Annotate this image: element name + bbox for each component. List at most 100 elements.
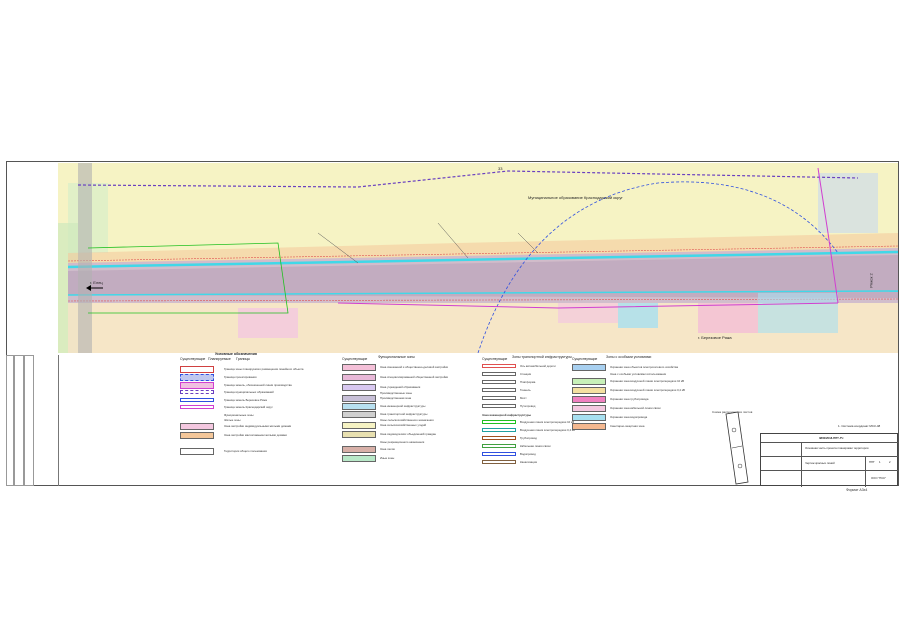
legend-item: Зона инженерной инфраструктуры xyxy=(380,404,426,408)
legend-swatch xyxy=(342,446,376,453)
legend-item: Жилые зоны xyxy=(224,418,241,422)
legend-swatch xyxy=(342,455,376,462)
legend-col1-head-a: Существующие xyxy=(180,357,206,361)
legend-item: Охранная зона кабельной линии связи xyxy=(610,406,661,410)
legend-item: Зона сельскохозяйственных угодий xyxy=(380,423,427,427)
legend-item: Зоны сельскохозяйственного назначения xyxy=(380,418,434,422)
legend-col4-head: Существующие xyxy=(572,357,598,361)
legend-item: Платформа xyxy=(520,380,536,384)
legend-item: Зона садоводческих объединений граждан xyxy=(380,432,436,436)
legend-swatch xyxy=(180,382,214,389)
legend-item: Производственные зоны xyxy=(380,391,413,395)
legend-swatch xyxy=(482,380,516,384)
number-label: 33 xyxy=(498,166,503,171)
legend-col4-title: Зоны с особыми условиями xyxy=(606,355,652,359)
right-marker-label: Ряжск 2 xyxy=(868,273,874,288)
legend-swatch xyxy=(180,366,214,373)
legend-item: Граница зоны планируемого размещения лин… xyxy=(224,367,304,371)
municipal-boundary xyxy=(77,170,859,188)
coordinate-note: 1. Система координат МСК-48 xyxy=(838,424,881,428)
rail-line xyxy=(67,250,898,269)
legend-item: Канализация xyxy=(520,460,537,464)
legend-item: Охранная зона трубопровода xyxy=(610,397,649,401)
legend-col1-head-b: Планируемые xyxy=(208,357,231,361)
legend-swatch xyxy=(572,364,606,371)
legend-item: Охранная зона объектов электросетевого х… xyxy=(610,365,679,369)
legend-item: Трубопровод xyxy=(520,436,537,440)
legend-swatch xyxy=(482,372,516,376)
legend-swatch xyxy=(342,395,376,402)
legend-col2-head: Существующие xyxy=(342,357,368,361)
sheet-number: 1 xyxy=(879,460,881,464)
format-label: Формат А3х4 xyxy=(846,488,868,492)
legend-swatch xyxy=(572,396,606,403)
legend-item: Охранная зона воздушной линии электропер… xyxy=(610,388,685,392)
legend-item: Зона учреждений образования xyxy=(380,385,421,389)
legend-swatch xyxy=(482,428,516,432)
legend-item: Путепровод xyxy=(520,404,536,408)
legend-swatch xyxy=(482,420,516,424)
legend-item: Воздушная линия электропередачи 0,4 кВ xyxy=(520,428,575,432)
legend-swatch xyxy=(482,404,516,408)
legend-item: Зона застройки малоэтажными жилыми домам… xyxy=(224,433,287,437)
position-scheme-title: Схема расположения листов xyxy=(712,410,753,414)
side-stamp-strip xyxy=(6,355,59,486)
legend-item: Тоннель xyxy=(520,388,531,392)
plan-map: Муниципальное образование Краснодарский … xyxy=(58,163,898,353)
legend-item: Зоны рекреационного назначения xyxy=(380,440,425,444)
legend-swatch xyxy=(342,384,376,391)
position-scheme xyxy=(720,410,752,486)
legend-item: Зона транспортной инфраструктуры xyxy=(380,412,428,416)
legend-swatch xyxy=(180,374,214,381)
legend-item: Ось автомобильной дороги xyxy=(520,364,556,368)
legend-item: Зона специализированной общественной зас… xyxy=(380,375,449,379)
legend-swatch xyxy=(482,388,516,392)
legend-item: Воздушная линия электропередачи 10 кВ xyxy=(520,420,575,424)
legend-item: Зона инженерной инфраструктуры xyxy=(482,413,531,417)
legend-item: Зона лесов xyxy=(380,447,395,451)
legend-col1-subtitle: Границы xyxy=(236,357,250,361)
legend-swatch xyxy=(342,364,376,371)
legend-item: Водопровод xyxy=(520,452,536,456)
legend-swatch xyxy=(180,448,214,455)
legend-swatch xyxy=(482,444,516,448)
legend-item: Граница земель Березовое Ряжа xyxy=(224,398,267,402)
legend-item: Санитарно-защитная зона xyxy=(610,424,645,428)
legend-item: Зона застройки индивидуальными жилыми до… xyxy=(224,424,292,428)
legend-col3-title: Зоны транспортной инфраструктуры xyxy=(512,355,572,359)
organization: ООО "ПСК" xyxy=(871,476,886,480)
stage: ППТ xyxy=(869,460,875,464)
legend-item: Станция xyxy=(520,372,532,376)
legend-swatch xyxy=(482,396,516,400)
legend-swatch xyxy=(180,390,214,394)
sheets-total: 2 xyxy=(889,460,891,464)
legend-swatch xyxy=(180,405,214,409)
legend-item: Граница проектирования xyxy=(224,375,257,379)
legend-swatch xyxy=(342,403,376,410)
legend-swatch xyxy=(572,414,606,421)
legend-swatch xyxy=(482,452,516,456)
vertical-road xyxy=(78,163,92,353)
legend-swatch xyxy=(482,460,516,464)
legend-item: Зона смешанной и общественно-деловой зас… xyxy=(380,365,449,369)
legend-item: Зона с особыми условиями использования xyxy=(610,372,667,376)
legend-swatch xyxy=(342,411,376,418)
legend-item: Охранная зона водопровода xyxy=(610,415,648,419)
legend-item: Кабельная линия связи xyxy=(520,444,551,448)
legend-item: Граница земель, обозначенной линии произ… xyxy=(224,383,292,387)
legend-swatch xyxy=(342,374,376,381)
legend-item: Функциональные зоны xyxy=(224,413,254,417)
legend-col2-title: Функциональные зоны xyxy=(378,355,415,359)
legend-item: Иные зоны xyxy=(380,456,395,460)
title-line-1: Основная часть проекта планировки террит… xyxy=(805,446,869,450)
document-code: 3800/2018-ППТ-ГЧ xyxy=(819,436,844,440)
legend-swatch xyxy=(342,431,376,438)
title-line-2: Чертеж красных линий xyxy=(805,461,835,465)
legend-swatch xyxy=(180,423,214,430)
legend-swatch xyxy=(572,405,606,412)
legend-item: Территории общего пользования xyxy=(224,449,267,453)
legend-swatch xyxy=(572,423,606,430)
legend-item: Граница земель Краснодарский округ xyxy=(224,405,273,409)
locality-label: г. Березовое Ряжа xyxy=(698,335,732,340)
municipality-label: Муниципальное образование Краснодарский … xyxy=(528,195,623,200)
